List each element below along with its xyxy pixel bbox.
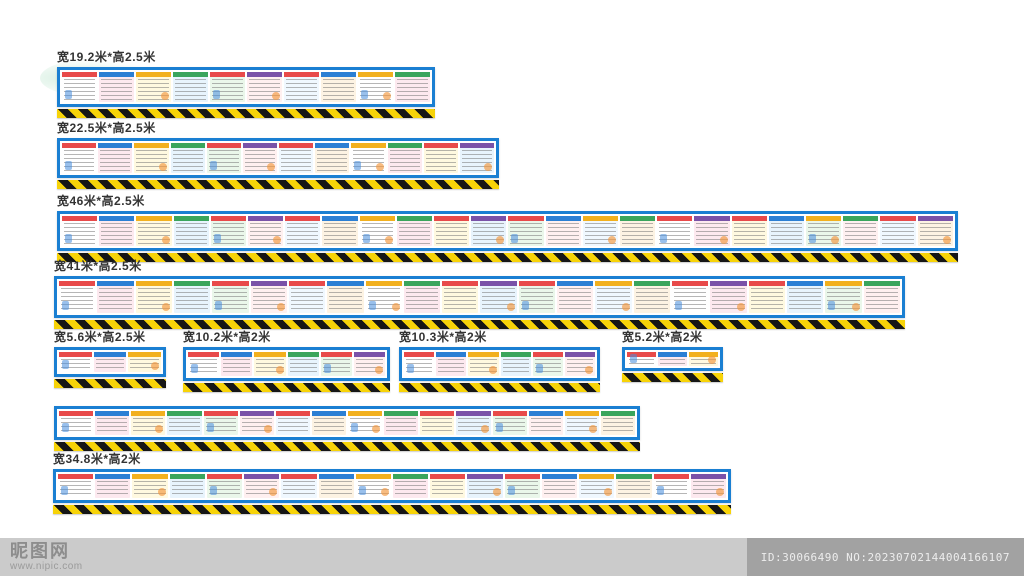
hazard-stripe-bar [54,442,640,451]
image-id-text: ID:30066490 NO:20230702144004166107 [760,550,1010,564]
banner-board [54,276,905,318]
hazard-stripe-bar [622,373,723,382]
banner-content-tiles [404,352,596,376]
hazard-stripe-bar [183,383,390,392]
hazard-stripe-bar [54,379,166,388]
banner-block-7: 宽10.3米*高2米 [399,330,600,392]
banner-block-4: 宽41米*高2.5米 [54,259,905,329]
banner-block-1: 宽19.2米*高2.5米 [57,50,435,118]
banner-content-tiles [188,352,386,376]
banner-size-label: 宽46米*高2.5米 [57,194,145,208]
banner-board [53,469,731,503]
banner-content-tiles [59,281,900,313]
banner-block-9 [54,406,640,451]
banner-board [57,67,435,107]
banner-size-label: 宽5.6米*高2.5米 [54,330,146,344]
banner-size-label: 宽5.2米*高2米 [622,330,703,344]
banner-size-label: 宽22.5米*高2.5米 [57,121,156,135]
banner-board [54,347,166,377]
site-url-text: www.nipic.com [10,561,83,572]
hazard-stripe-bar [54,320,905,329]
banner-content-tiles [58,474,726,498]
banner-block-5: 宽5.6米*高2.5米 [54,330,166,388]
banner-board [57,211,958,251]
banner-board [399,347,600,381]
banner-block-3: 宽46米*高2.5米 [57,194,958,262]
banner-size-label: 宽10.3米*高2米 [399,330,487,344]
hazard-stripe-bar [57,109,435,118]
banner-block-8: 宽5.2米*高2米 [622,330,723,382]
image-id-box: ID:30066490 NO:20230702144004166107 [746,538,1024,576]
banner-content-tiles [59,411,635,435]
hazard-stripe-bar [57,180,499,189]
watermark-bar: 昵图网 www.nipic.com ID:30066490 NO:2023070… [0,538,1024,576]
banner-content-tiles [627,352,718,366]
banner-board [54,406,640,440]
banner-content-tiles [62,143,495,173]
banner-content-tiles [59,352,162,372]
banner-size-label: 宽19.2米*高2.5米 [57,50,156,64]
banner-board [622,347,723,371]
banner-board [57,138,499,178]
banner-content-tiles [62,72,430,102]
nipic-logo: 昵图网 www.nipic.com [0,542,83,572]
hazard-stripe-bar [53,505,731,514]
banner-board [183,347,390,381]
site-name-text: 昵图网 [10,541,70,561]
hazard-stripe-bar [57,253,958,262]
banner-block-6: 宽10.2米*高2米 [183,330,390,392]
banner-size-label: 宽41米*高2.5米 [54,259,142,273]
banner-size-label: 宽10.2米*高2米 [183,330,271,344]
banner-content-tiles [62,216,953,246]
banner-block-2: 宽22.5米*高2.5米 [57,121,499,189]
banner-block-10: 宽34.8米*高2米 [53,452,731,514]
hazard-stripe-bar [399,383,600,392]
banner-size-label: 宽34.8米*高2米 [53,452,141,466]
